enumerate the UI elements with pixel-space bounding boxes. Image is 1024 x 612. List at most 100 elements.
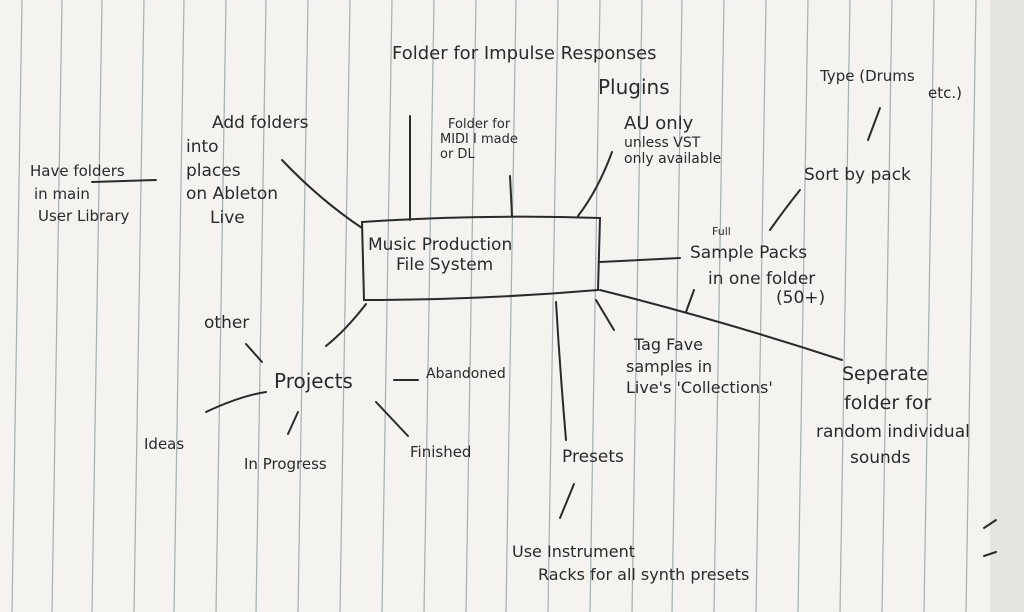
stroke-sample-packs — [599, 257, 681, 263]
plugins-note: AU only unless VST only available — [624, 113, 722, 167]
stroke-tag-fave — [595, 299, 615, 331]
midi-line1: Folder for — [448, 117, 511, 132]
tag-fave-line2: samples in — [626, 356, 713, 376]
stroke-midi — [509, 175, 513, 217]
sample-packs-line3: (50+) — [776, 288, 826, 309]
other-label: other — [204, 313, 250, 333]
rule-line — [133, 0, 145, 612]
stroke-separate — [599, 289, 843, 361]
stroke-underline — [91, 179, 157, 183]
have-folders-line1: Have folders — [30, 162, 125, 180]
rule-line — [923, 0, 935, 612]
sample-packs-small-label: Full — [712, 225, 731, 238]
tag-fave-line1: Tag Fave — [634, 335, 704, 354]
plugins-line2: unless VST — [624, 134, 701, 151]
add-folders-line2: into — [186, 136, 219, 157]
rule-line — [671, 0, 683, 612]
rule-line — [173, 0, 185, 612]
add-folders-line1: Add folders — [212, 113, 309, 133]
in-progress-label: In Progress — [244, 455, 327, 473]
midi-folder-note: Folder for MIDI I made or DL — [440, 117, 518, 163]
stroke-other — [245, 343, 263, 363]
midi-line2: MIDI I made — [440, 131, 518, 147]
stroke-type-to-sort — [867, 107, 881, 141]
sample-packs-note: Sample Packs in one folder (50+) — [690, 243, 826, 309]
sample-packs-line1: Sample Packs — [690, 243, 808, 263]
rule-line — [381, 0, 393, 612]
paper-edge-shadow — [990, 0, 1024, 612]
add-folders-note: Add folders into places on Ableton Live — [186, 112, 309, 231]
type-line1: Type (Drums — [820, 67, 915, 85]
ruled-lines — [11, 0, 977, 612]
rule-line — [797, 0, 809, 612]
rule-line — [91, 0, 103, 612]
stroke-edge-2 — [983, 551, 997, 557]
instrument-racks-line2: Racks for all synth presets — [538, 565, 750, 585]
impulse-responses-label: Folder for Impulse Responses — [392, 43, 657, 64]
stroke-ideas — [205, 391, 267, 413]
presets-label: Presets — [562, 447, 624, 467]
rule-line — [589, 0, 601, 612]
stroke-projects — [325, 303, 367, 347]
abandoned-label: Abandoned — [426, 366, 506, 382]
sample-packs-line2: in one folder — [708, 268, 816, 289]
rule-line — [631, 0, 643, 612]
rule-line — [881, 0, 893, 612]
plugins-line1: AU only — [624, 113, 694, 134]
center-node: Music Production File System — [368, 235, 513, 275]
midi-line3: or DL — [440, 146, 475, 162]
stroke-sample-tick — [685, 289, 695, 313]
have-folders-line2: in main — [34, 184, 90, 203]
separate-line3: random individual — [816, 421, 970, 442]
stroke-edge-1 — [983, 519, 997, 529]
tag-fave-note: Tag Fave samples in Live's 'Collections' — [626, 334, 773, 399]
have-folders-line3: User Library — [38, 207, 130, 225]
center-node-line2: File System — [396, 254, 494, 275]
rule-line — [51, 0, 63, 612]
rule-line — [339, 0, 351, 612]
stroke-add-folders — [281, 159, 363, 229]
type-note: Type (Drums etc.) — [820, 67, 962, 103]
finished-label: Finished — [410, 443, 472, 461]
instrument-racks-line1: Use Instrument — [512, 542, 636, 561]
stroke-presets-racks — [559, 483, 575, 519]
rule-line — [465, 0, 477, 612]
stroke-plugins — [577, 151, 613, 217]
stroke-finished — [375, 401, 409, 437]
mind-map-strokes — [91, 107, 997, 557]
rule-line — [713, 0, 725, 612]
center-node-line1: Music Production — [368, 235, 513, 255]
rule-line — [965, 0, 977, 612]
use-instrument-racks-note: Use Instrument Racks for all synth prese… — [512, 540, 749, 586]
separate-line2: folder for — [844, 392, 932, 415]
projects-label: Projects — [274, 369, 353, 393]
separate-folder-note: Seperate folder for random individual so… — [816, 360, 970, 472]
plugins-title: Plugins — [598, 75, 670, 99]
add-folders-line3: places — [186, 160, 241, 181]
rule-line — [11, 0, 23, 612]
have-folders-note: Have folders in main User Library — [30, 160, 129, 228]
add-folders-line5: Live — [210, 208, 245, 229]
rule-line — [215, 0, 227, 612]
rule-line — [423, 0, 435, 612]
rule-line — [505, 0, 517, 612]
rule-line — [297, 0, 309, 612]
type-line2: etc.) — [928, 84, 962, 103]
center-box — [360, 215, 602, 302]
rule-line — [839, 0, 851, 612]
sort-by-pack-label: Sort by pack — [804, 165, 911, 185]
stroke-in-progress — [287, 411, 299, 435]
plugins-line3: only available — [624, 150, 722, 167]
rule-line — [255, 0, 267, 612]
stroke-sort-to-sample — [769, 189, 801, 231]
rule-line — [547, 0, 559, 612]
rule-line — [755, 0, 767, 612]
separate-line4: sounds — [850, 448, 911, 469]
stroke-presets — [555, 301, 567, 441]
separate-line1: Seperate — [842, 363, 929, 385]
add-folders-line4: on Ableton — [186, 184, 279, 205]
tag-fave-line3: Live's 'Collections' — [626, 378, 773, 398]
